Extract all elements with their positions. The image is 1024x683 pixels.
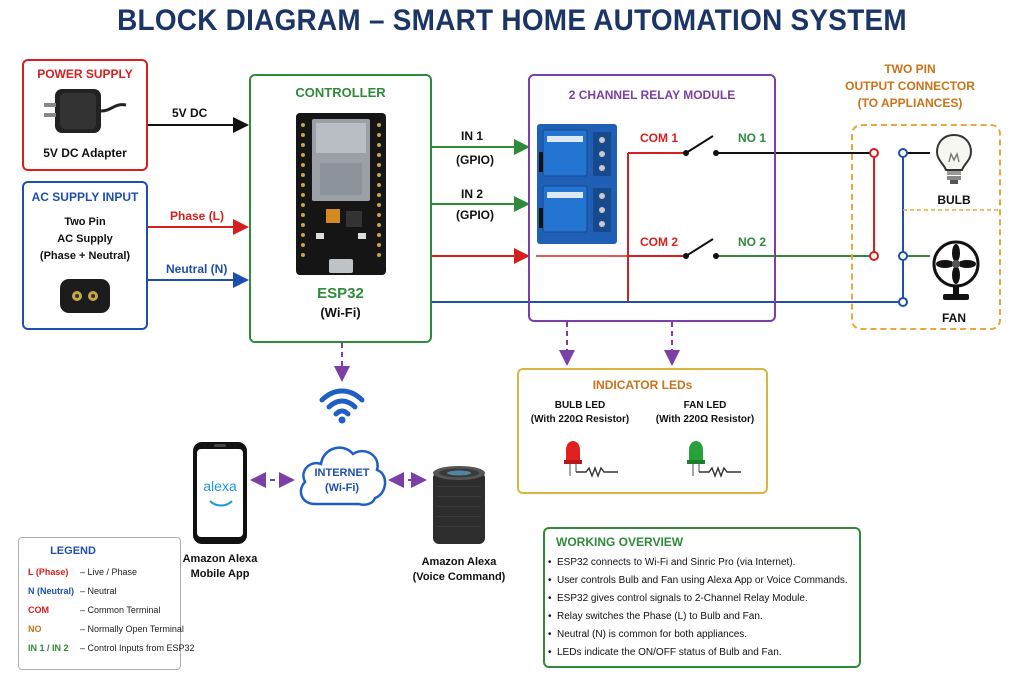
terminal-neutral-1 [898,148,908,158]
fan-icon [932,240,980,300]
legend-key: COM [28,605,49,615]
alexa-speaker-line2: (Voice Command) [412,571,506,583]
legend-desc: – Normally Open Terminal [80,624,184,634]
power-supply-caption: 5V DC Adapter [43,146,127,160]
output-heading-line2: OUTPUT CONNECTOR [845,79,975,93]
legend-desc: – Control Inputs from ESP32 [80,643,195,653]
working-overview-heading: WORKING OVERVIEW [556,535,684,549]
legend-row: L (Phase) – Live / Phase [28,567,137,577]
terminal-neutral-2 [898,251,908,261]
legend-row: N (Neutral) – Neutral [28,586,117,596]
power-supply-heading: POWER SUPPLY [37,67,133,81]
in2-sub-label: (GPIO) [456,208,494,222]
smartphone-icon [193,442,247,544]
smart-speaker-icon [433,466,485,544]
fan-led-line2: (With 220Ω Resistor) [655,414,755,425]
output-heading-line1: TWO PIN [884,62,936,76]
terminal-neutral-3 [898,297,908,307]
wifi-icon [319,388,365,424]
legend-key: N (Neutral) [28,586,75,596]
output-connector-box [851,124,1001,330]
controller-box [249,74,432,343]
alexa-speaker-line1: Amazon Alexa [421,556,497,568]
legend-row: NO – Normally Open Terminal [28,624,184,634]
legend-key: L (Phase) [28,567,69,577]
indicator-leds-heading: INDICATOR LEDs [592,378,693,392]
no1-dot [713,150,719,156]
alexa-app-screen-text: alexa [203,478,237,494]
phase-label: Phase (L) [170,209,225,223]
relay-module-box [528,74,776,322]
dc-output-label: 5V DC [172,106,208,120]
indicator-leds-box [517,368,768,494]
ac-supply-line3: (Phase + Neutral) [39,250,131,262]
fan-label: FAN [942,311,966,325]
in1-label: IN 1 [461,129,484,143]
dc-adapter-icon [44,89,127,133]
com2-label: COM 2 [640,235,679,249]
relay-module-heading: 2 CHANNEL RELAY MODULE [568,88,736,102]
legend-key: IN 1 / IN 2 [28,643,69,653]
terminal-phase-1 [869,148,879,158]
esp32-label: ESP32 [317,285,364,302]
ac-supply-line1: Two Pin [64,216,106,228]
controller-heading: CONTROLLER [295,85,386,100]
fan-led-line1: FAN LED [683,400,727,411]
no1-label: NO 1 [738,131,767,145]
power-supply-box [22,59,148,171]
legend-box [18,537,181,670]
ac-supply-line2: AC Supply [57,233,113,245]
ac-supply-heading: AC SUPPLY INPUT [31,190,139,204]
legend-row: COM – Common Terminal [28,605,160,615]
relay-module-icon [537,124,617,244]
overview-item: LEDs indicate the ON/OFF status of Bulb … [548,647,782,658]
no2-label: NO 2 [738,235,767,249]
diagram-title: BLOCK DIAGRAM – SMART HOME AUTOMATION SY… [117,4,907,37]
relay2-switch [685,238,714,257]
com2-dot [683,253,689,259]
legend-rows: L (Phase) – Live / Phase N (Neutral) – Neu… [18,537,195,670]
alexa-app-line2: Mobile App [190,568,250,580]
in2-label: IN 2 [461,187,484,201]
alexa-app-line1: Amazon Alexa [182,553,258,565]
working-overview-box [543,527,861,668]
legend-key: NO [28,624,42,634]
green-led-icon [687,441,741,478]
com1-label: COM 1 [640,131,679,145]
overview-item: ESP32 connects to Wi-Fi and Sinric Pro (… [548,557,795,568]
overview-item: Neutral (N) is common for both appliance… [548,629,747,640]
two-pin-socket-icon [60,279,110,313]
internet-sub-label: (Wi-Fi) [324,482,360,494]
internet-label: INTERNET [314,467,370,479]
bulb-led-line2: (With 220Ω Resistor) [530,414,630,425]
overview-item: ESP32 gives control signals to 2-Channel… [548,593,808,604]
esp32-board-icon [296,113,386,275]
bulb-label: BULB [937,193,971,207]
legend-desc: – Live / Phase [80,567,138,577]
in1-sub-label: (GPIO) [456,153,494,167]
no2-dot [713,253,719,259]
light-bulb-icon [935,133,973,184]
red-led-icon [564,441,618,478]
com1-dot [683,150,689,156]
working-overview-list: ESP32 connects to Wi-Fi and Sinric Pro (… [543,527,861,668]
legend-desc: – Common Terminal [80,605,161,615]
ac-supply-box [22,181,148,330]
bulb-led-line1: BULB LED [554,400,606,411]
legend-desc: – Neutral [80,586,117,596]
overview-item: Relay switches the Phase (L) to Bulb and… [548,611,763,622]
terminal-phase-2 [869,251,879,261]
overview-item: User controls Bulb and Fan using Alexa A… [548,575,848,586]
legend-row: IN 1 / IN 2 – Control Inputs from ESP32 [28,643,195,653]
cloud-icon [299,446,387,506]
output-heading-line3: (TO APPLIANCES) [857,96,963,110]
esp32-sub-label: (Wi-Fi) [320,305,361,320]
neutral-label: Neutral (N) [166,262,228,276]
legend-heading: LEGEND [50,545,96,557]
relay1-switch [685,135,714,154]
